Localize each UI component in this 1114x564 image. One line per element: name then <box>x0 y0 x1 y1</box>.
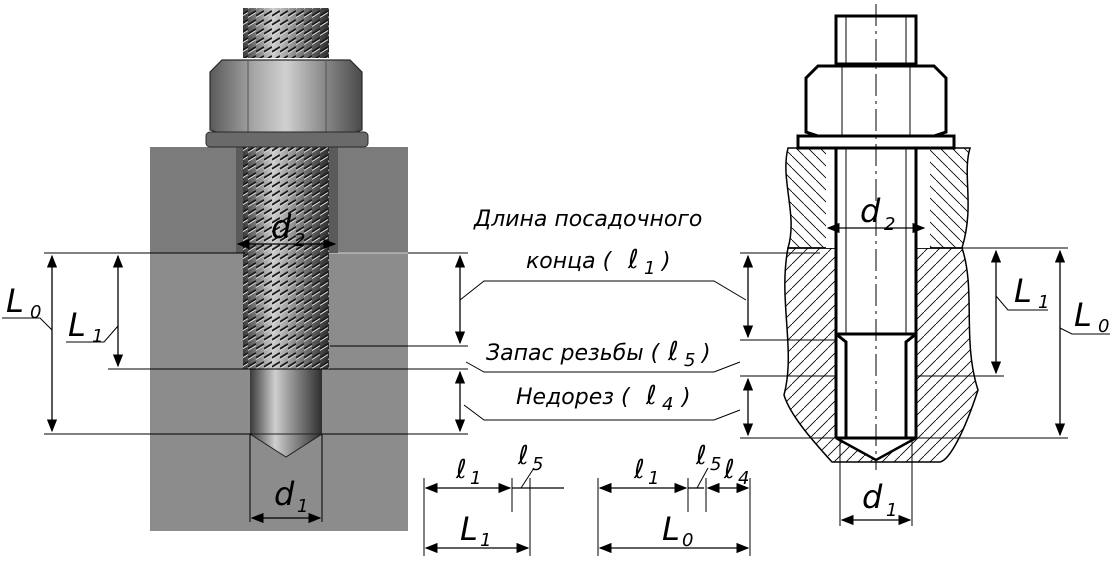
seat-length-l1-sub: 1 <box>644 258 655 279</box>
section-d2-subscript: 2 <box>884 214 895 235</box>
seat-length-note-line2: конца ( <box>526 249 613 274</box>
section-d2-label: d <box>860 192 881 230</box>
section-L0-subscript: 0 <box>1098 316 1109 337</box>
thread-margin-note: Запас резьбы ( <box>486 341 661 366</box>
chain1-l1-sub: 1 <box>470 468 481 489</box>
undercut-l4: ℓ <box>645 381 657 411</box>
L0-subscript: 0 <box>30 302 41 323</box>
chain2-l5: ℓ <box>695 441 707 471</box>
chain2-l4-sub: 4 <box>738 468 749 489</box>
d2-subscript: 2 <box>294 230 305 251</box>
chain1-L1: L <box>460 510 478 548</box>
L1-subscript: 1 <box>92 326 103 347</box>
chain1-l5: ℓ <box>517 441 529 471</box>
nut <box>209 59 363 135</box>
d2-label: d <box>271 208 292 246</box>
chain1-l1: ℓ <box>455 455 467 485</box>
washer <box>205 131 369 148</box>
dimension-chain-L1: ℓ 1 ℓ 5 L 1 <box>423 441 564 556</box>
thread-margin-close: ) <box>700 341 711 366</box>
shaded-view: d 2 d 1 L 0 L 1 <box>2 8 408 531</box>
seat-length-close: ) <box>660 249 671 274</box>
d1-subscript: 1 <box>297 496 308 517</box>
L0-label: L <box>6 282 24 320</box>
undercut-note: Недорез ( <box>516 385 631 410</box>
chain2-l1-sub: 1 <box>648 468 659 489</box>
d1-label: d <box>274 475 295 513</box>
section-L0-label: L <box>1074 296 1092 334</box>
section-L1-subscript: 1 <box>1038 292 1049 313</box>
seat-length-l1: ℓ <box>627 245 639 275</box>
section-d1-subscript: 1 <box>886 500 897 521</box>
undercut-l4-sub: 4 <box>662 394 673 415</box>
section-view: d 2 d 1 L 1 L 0 <box>783 4 1110 526</box>
L1-label: L <box>68 306 86 344</box>
section-d1-label: d <box>862 478 883 516</box>
undercut-close: ) <box>680 385 691 410</box>
chain2-L0: L <box>662 510 680 548</box>
chain2-l4: ℓ <box>723 455 735 485</box>
chain2-l5-sub: 5 <box>710 454 721 475</box>
drill-point-cone <box>248 433 324 458</box>
chain2-L0-sub: 0 <box>682 530 693 551</box>
thread-margin-l5-sub: 5 <box>684 350 695 371</box>
seat-length-note-line1: Длина посадочного <box>473 207 702 232</box>
chain1-L1-sub: 1 <box>480 530 491 551</box>
chain1-l5-sub: 5 <box>532 454 543 475</box>
chain2-l1: ℓ <box>633 455 645 485</box>
dimension-chain-L0: ℓ 1 ℓ 5 ℓ 4 L 0 <box>597 441 751 556</box>
section-L1-label: L <box>1014 272 1032 310</box>
thread-margin-l5: ℓ <box>667 337 679 367</box>
stud-smooth-end <box>250 369 322 434</box>
